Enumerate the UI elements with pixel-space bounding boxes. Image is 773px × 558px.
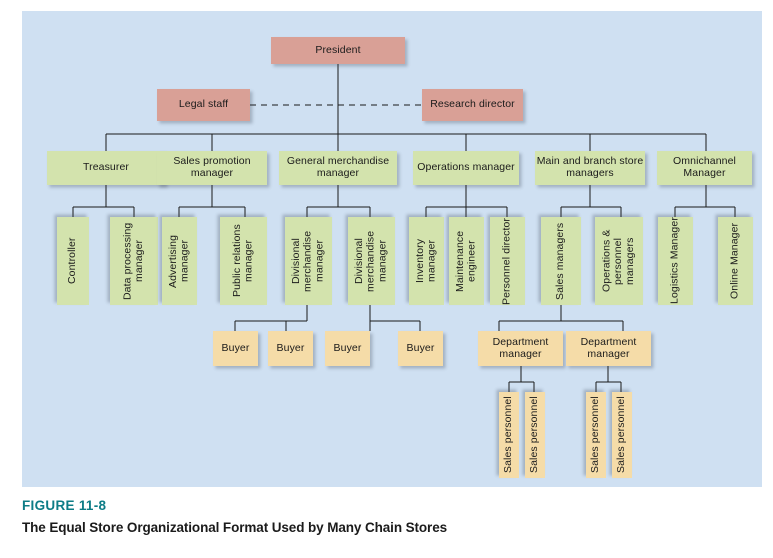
node-label: Buyer [221, 341, 250, 354]
node-department-manager-2[interactable]: Department manager [566, 331, 651, 366]
node-advertising-manager[interactable]: Advertising manager [162, 217, 197, 305]
node-research-director[interactable]: Research director [422, 89, 523, 121]
node-label: Omnichannel Manager [673, 155, 736, 179]
figure-caption: FIGURE 11-8 The Equal Store Organization… [22, 498, 762, 535]
node-label: Sales personnel [615, 396, 628, 474]
node-label: Public relations manager [230, 224, 255, 298]
node-buyer-2[interactable]: Buyer [268, 331, 313, 366]
node-label: Controller [66, 237, 79, 285]
node-sales-personnel-4[interactable]: Sales personnel [612, 392, 632, 478]
node-operations-personnel-managers[interactable]: Operations & personnel managers [595, 217, 643, 305]
node-inventory-manager[interactable]: Inventory manager [409, 217, 444, 305]
node-president[interactable]: President [271, 37, 405, 64]
node-sales-personnel-2[interactable]: Sales personnel [525, 392, 545, 478]
node-general-merchandise-manager[interactable]: General merchandise manager [279, 151, 397, 185]
node-label: Logistics Manager [668, 217, 681, 305]
node-department-manager-1[interactable]: Department manager [478, 331, 563, 366]
node-label: Divisional merchandise manager [289, 230, 326, 292]
node-legal-staff[interactable]: Legal staff [157, 89, 250, 121]
node-label: Department manager [580, 335, 637, 360]
node-controller[interactable]: Controller [57, 217, 89, 305]
node-sales-personnel-1[interactable]: Sales personnel [499, 392, 519, 478]
node-operations-manager[interactable]: Operations manager [413, 151, 519, 185]
node-label: Buyer [276, 341, 305, 354]
node-label: Operations & personnel managers [600, 229, 636, 293]
node-buyer-1[interactable]: Buyer [213, 331, 258, 366]
node-sales-personnel-3[interactable]: Sales personnel [586, 392, 606, 478]
node-label: Online Manager [728, 222, 741, 300]
node-label: Sales personnel [528, 396, 541, 474]
node-data-processing-manager[interactable]: Data processing manager [110, 217, 158, 305]
node-personnel-director[interactable]: Personnel director [490, 217, 525, 305]
node-label: Department manager [492, 335, 549, 360]
node-label: Divisional merchandise manager [352, 230, 389, 292]
node-label: Sales personnel [589, 396, 602, 474]
node-treasurer[interactable]: Treasurer [47, 151, 165, 185]
node-label: Sales managers [554, 222, 567, 300]
node-divisional-merchandise-manager-1[interactable]: Divisional merchandise manager [285, 217, 332, 305]
figure-number: FIGURE 11-8 [22, 498, 107, 513]
figure-title: The Equal Store Organizational Format Us… [22, 520, 448, 535]
node-label: Legal staff [178, 98, 229, 111]
node-label: Advertising manager [166, 234, 191, 288]
node-label: Treasurer [82, 161, 130, 174]
node-label: Buyer [333, 341, 362, 354]
node-divisional-merchandise-manager-2[interactable]: Divisional merchandise manager [348, 217, 395, 305]
node-label: Research director [430, 98, 515, 111]
node-label: Data processing manager [121, 222, 145, 300]
node-online-manager[interactable]: Online Manager [718, 217, 753, 305]
node-omnichannel-manager[interactable]: Omnichannel Manager [657, 151, 752, 185]
node-buyer-3[interactable]: Buyer [325, 331, 370, 366]
node-label: Sales personnel [502, 396, 515, 474]
node-label: Main and branch store managers [536, 155, 644, 179]
node-main-and-branch-store-managers[interactable]: Main and branch store managers [535, 151, 645, 185]
node-label: Buyer [406, 341, 435, 354]
node-sales-promotion-manager[interactable]: Sales promotion manager [157, 151, 267, 185]
node-label: Maintenance engineer [453, 230, 478, 292]
node-label: President [315, 43, 361, 56]
node-label: Sales promotion manager [173, 155, 251, 179]
org-chart-panel: President Legal staff Research director … [22, 11, 762, 487]
node-maintenance-engineer[interactable]: Maintenance engineer [449, 217, 484, 305]
node-buyer-4[interactable]: Buyer [398, 331, 443, 366]
node-label: Inventory manager [413, 238, 438, 284]
node-public-relations-manager[interactable]: Public relations manager [220, 217, 267, 305]
node-label: Operations manager [417, 161, 515, 174]
node-logistics-manager[interactable]: Logistics Manager [658, 217, 693, 305]
node-label: Personnel director [500, 217, 513, 305]
node-sales-managers[interactable]: Sales managers [541, 217, 581, 305]
node-label: General merchandise manager [286, 155, 390, 179]
